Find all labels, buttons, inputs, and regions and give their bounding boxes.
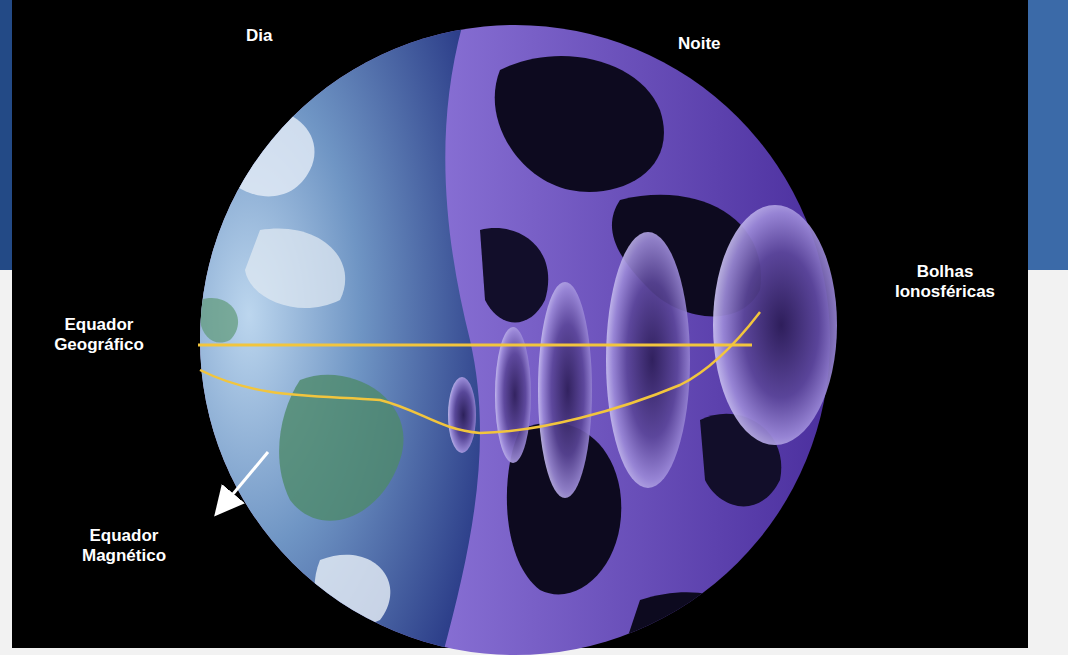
day-label: Dia (246, 26, 306, 46)
night-label: Noite (678, 34, 758, 54)
magnetic-equator-label: Equador Magnético (72, 526, 176, 567)
bubbles-label: Bolhas Ionosféricas (880, 262, 1010, 303)
geographic-equator-label: Equador Geográfico (40, 315, 158, 356)
